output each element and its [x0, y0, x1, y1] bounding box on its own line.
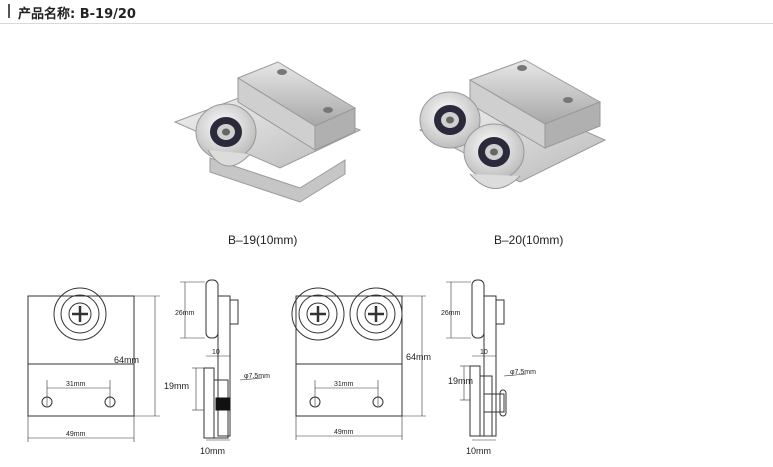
technical-drawings: 64mm 31mm 49mm 26mm 10 φ7.5mm 19mm 10mm	[27, 279, 536, 456]
b19-side-hole: φ7.5mm	[244, 373, 270, 380]
product-photo-b20	[418, 59, 607, 189]
b20-side-view	[446, 279, 527, 441]
product-name-title: 产品名称: B-19/20	[18, 7, 136, 22]
b19-side-glass: 10mm	[200, 446, 225, 456]
page-header: 产品名称: B-19/20	[0, 0, 773, 24]
b20-front-height: 64mm	[406, 352, 431, 362]
header-accent-bar	[8, 4, 10, 18]
b19-front-width: 49mm	[66, 431, 86, 438]
b19-side-roller: 26mm	[175, 310, 195, 317]
b19-side-thickness: 10	[212, 349, 220, 356]
b20-side-roller: 26mm	[441, 310, 461, 317]
b19-front-view	[27, 287, 160, 442]
b20-side-thickness: 10	[480, 349, 488, 356]
b20-side-hole: φ7.5mm	[510, 369, 536, 376]
caption-b20: B–20(10mm)	[494, 233, 564, 247]
b19-front-hole-spacing: 31mm	[66, 381, 86, 388]
b20-side-depth: 19mm	[448, 376, 473, 386]
caption-b19: B–19(10mm)	[228, 233, 298, 247]
b19-side-view	[180, 279, 263, 441]
product-photo-b19	[173, 61, 362, 203]
b19-side-depth: 19mm	[164, 381, 189, 391]
b20-side-glass: 10mm	[466, 446, 491, 456]
b20-front-hole-spacing: 31mm	[334, 381, 354, 388]
b20-front-view	[291, 287, 426, 440]
b19-front-height: 64mm	[114, 355, 139, 365]
b20-front-width: 49mm	[334, 429, 354, 436]
